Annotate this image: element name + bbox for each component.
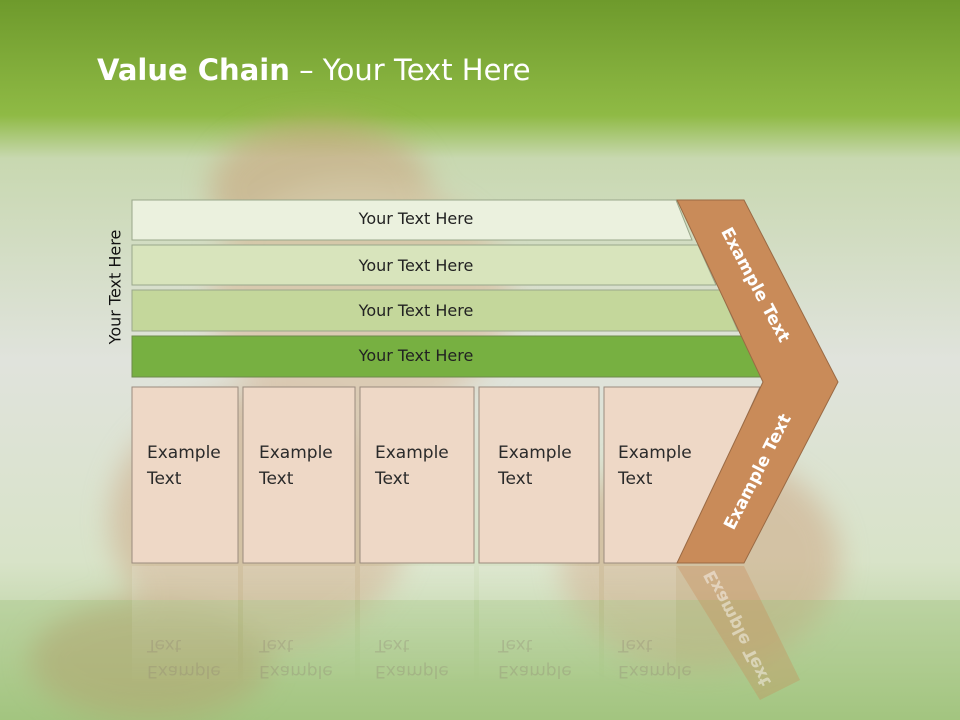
box-reflection-label-5: Example Text [618, 635, 692, 681]
chevron-reflection [677, 566, 800, 700]
box-shape-4 [478, 386, 600, 564]
box-reflection-2 [243, 566, 355, 686]
box-reflection-3 [360, 566, 474, 686]
box-reflection-label-3: Example Text [375, 635, 449, 681]
page-title: Value Chain – Your Text Here [97, 53, 531, 87]
chevron-shape [676, 199, 839, 564]
row-shape-1 [131, 199, 693, 241]
title-rest: – Your Text Here [289, 53, 531, 87]
box-label-1: Example Text [147, 443, 221, 489]
box-reflection-4 [479, 566, 599, 686]
row-shape-2 [131, 244, 717, 286]
box-reflection-1 [132, 566, 238, 686]
title-bold: Value Chain [97, 53, 290, 87]
row-label-4: Your Text Here [358, 346, 474, 365]
row-label-2: Your Text Here [358, 256, 474, 275]
box-reflection-label-2: Example Text [259, 635, 333, 681]
box-reflection-5 [604, 566, 676, 686]
box-label-2: Example Text [259, 443, 333, 489]
box-shape-1 [131, 386, 239, 564]
box-shape-2 [242, 386, 356, 564]
box-label-3: Example Text [375, 443, 449, 489]
row-shape-3 [131, 289, 739, 332]
row-label-1: Your Text Here [358, 209, 474, 228]
box-reflection-label-4: Example Text [498, 635, 572, 681]
box-shape-3 [359, 386, 475, 564]
boxes-reflection [132, 566, 676, 686]
box-label-4: Example Text [498, 443, 572, 489]
box-reflection-label-1: Example Text [147, 635, 221, 681]
row-label-3: Your Text Here [358, 301, 474, 320]
box-label-5: Example Text [618, 443, 692, 489]
